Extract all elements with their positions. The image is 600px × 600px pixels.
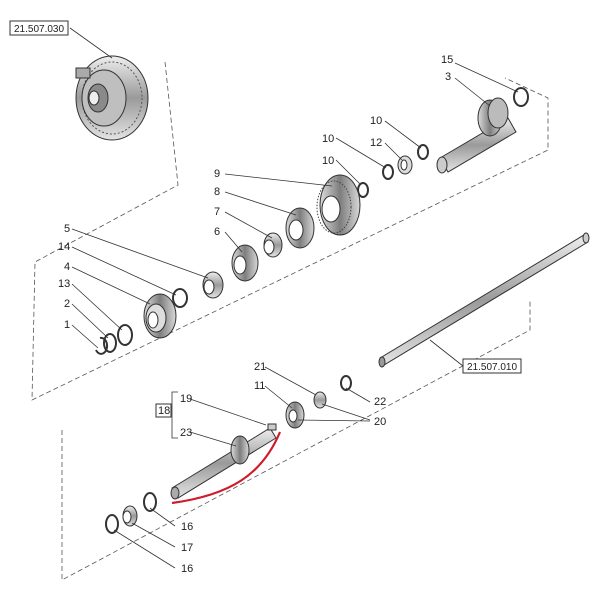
callout-9: 9 (214, 168, 220, 180)
callout-7: 7 (214, 206, 220, 218)
ref-box-top (9, 20, 69, 36)
part-13-ring (117, 324, 133, 346)
ref-box-shaft (462, 358, 522, 374)
highlight-mark (171, 431, 282, 505)
part-19-pin (267, 423, 277, 431)
callout-13: 13 (58, 278, 70, 290)
part-15-ring (513, 87, 529, 107)
callout-4: 4 (64, 261, 70, 273)
part-2-ring (103, 333, 117, 353)
callout-12: 12 (370, 137, 382, 149)
callout-10-c: 10 (322, 155, 334, 167)
part-5-bushing (202, 271, 224, 299)
part-6-gear (231, 244, 259, 282)
part-8-gear (285, 207, 315, 249)
upper-assembly-boundary (31, 61, 549, 401)
lower-assembly-boundary (61, 300, 531, 581)
callout-18-box (155, 403, 172, 418)
differential-assembly (75, 55, 149, 141)
part-16-ring-b (105, 514, 119, 534)
callout-22: 22 (374, 396, 386, 408)
leader-lines (71, 62, 519, 569)
part-9-gear (316, 174, 361, 236)
callout-21: 21 (254, 361, 266, 373)
callout-17: 17 (181, 542, 193, 554)
callout-10-b: 10 (322, 133, 334, 145)
leader-ref-top (69, 27, 113, 59)
leader-ref-shaft (429, 339, 464, 367)
part-3-shaft (436, 97, 517, 174)
callout-19: 19 (180, 393, 192, 405)
part-22-ring (340, 375, 352, 391)
part-21-spacer (313, 391, 327, 409)
callout-10-a: 10 (370, 115, 382, 127)
part-14-ring (172, 288, 188, 308)
long-shaft (378, 232, 590, 368)
callout-23: 23 (180, 427, 192, 439)
callout-6: 6 (214, 226, 220, 238)
part-10-ring-b (382, 164, 394, 180)
part-1-circlip (95, 336, 109, 355)
callout-3: 3 (445, 71, 451, 83)
callout-14: 14 (58, 241, 70, 253)
callout-11: 11 (254, 380, 265, 392)
callout-5: 5 (64, 223, 70, 235)
part-10-ring-c (357, 182, 369, 198)
callout-18: 18 (158, 405, 170, 417)
part-16-ring-a (143, 492, 157, 512)
callout-8: 8 (214, 186, 220, 198)
callout-2: 2 (64, 298, 70, 310)
part-4-bearing (143, 293, 177, 339)
callout-1: 1 (64, 319, 70, 331)
ref-label-top: 21.507.030 (14, 24, 64, 35)
ref-label-shaft: 21.507.010 (467, 362, 517, 373)
part-7-bearing (263, 232, 283, 258)
part-10-ring-a (417, 144, 429, 160)
part-11-gear (285, 401, 305, 429)
callout-15: 15 (441, 54, 453, 66)
callout-16-b: 16 (181, 563, 193, 575)
callout-16-a: 16 (181, 521, 193, 533)
part-23-shaft (170, 427, 277, 500)
callout-labels: 15 3 10 12 10 10 9 8 7 6 5 14 4 13 2 1 2… (58, 54, 453, 575)
callout-20: 20 (374, 416, 386, 428)
